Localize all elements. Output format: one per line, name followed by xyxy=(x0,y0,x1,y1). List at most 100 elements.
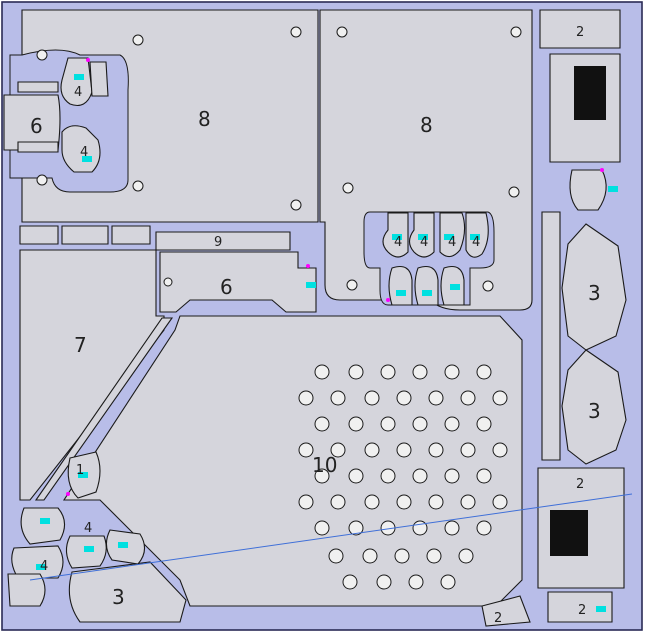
label-part-9: 9 xyxy=(214,235,222,250)
part-10-hole xyxy=(460,390,476,406)
part-10-hole xyxy=(330,442,346,458)
hole xyxy=(346,279,358,291)
part-10-hole xyxy=(492,390,508,406)
part-labels: 6 8 8 6 7 10 3 3 3 4 4 4 4 4 4 4 4 2 2 2… xyxy=(30,25,601,626)
label-part-4-h: 4 xyxy=(40,559,48,574)
part-10-hole xyxy=(376,574,392,590)
part-10-hole xyxy=(380,364,396,380)
label-part-6-top: 6 xyxy=(30,114,43,138)
part-10-hole xyxy=(444,468,460,484)
hole xyxy=(132,34,144,46)
diagonal-strip xyxy=(34,317,174,501)
hole xyxy=(163,277,173,287)
part-10-hole xyxy=(444,416,460,432)
hole xyxy=(132,180,144,192)
hole xyxy=(290,199,302,211)
strip-2-parts-top xyxy=(19,225,151,245)
label-part-10: 10 xyxy=(312,453,337,477)
label-part-4-g: 4 xyxy=(84,521,92,536)
label-part-2-b2: 2 xyxy=(494,611,502,626)
part-10-hole xyxy=(380,468,396,484)
part-10-hole xyxy=(408,574,424,590)
part-10-hole xyxy=(492,442,508,458)
part-10-hole-grid xyxy=(298,364,508,590)
label-part-8-left: 8 xyxy=(198,107,211,131)
part-10-hole xyxy=(396,390,412,406)
grid-mesh-bottom xyxy=(550,510,588,556)
label-part-3-bottom: 3 xyxy=(112,585,125,609)
part-10-hole xyxy=(426,548,442,564)
part-10-hole xyxy=(298,390,314,406)
label-part-7: 7 xyxy=(74,333,87,357)
part-10-hole xyxy=(476,468,492,484)
part-10-hole xyxy=(348,520,364,536)
hole xyxy=(482,280,494,292)
part-10-hole xyxy=(476,364,492,380)
markers xyxy=(36,58,618,612)
part-2-bottom-small xyxy=(481,595,531,627)
part-10-hole xyxy=(428,442,444,458)
hole xyxy=(290,26,302,38)
part-10-hole xyxy=(396,442,412,458)
label-part-2-top: 2 xyxy=(576,25,584,40)
part-10-hole xyxy=(348,416,364,432)
part-4-cluster-bottom-left xyxy=(7,451,146,607)
part-10-hole xyxy=(314,468,330,484)
label-part-4-d: 4 xyxy=(420,235,428,250)
label-part-4-b: 4 xyxy=(80,145,88,160)
part-3-right-bottom xyxy=(561,349,627,465)
part-10-hole xyxy=(348,468,364,484)
label-part-3-right-bottom: 3 xyxy=(588,399,601,423)
part-10-hole xyxy=(444,520,460,536)
part-10-hole xyxy=(412,364,428,380)
part-10-hole xyxy=(428,390,444,406)
part-10-hole xyxy=(314,364,330,380)
part-9 xyxy=(155,231,291,251)
part-10-hole xyxy=(342,574,358,590)
part-10-hole xyxy=(492,494,508,510)
part-top-right-box xyxy=(539,9,621,49)
part-10-hole xyxy=(476,520,492,536)
part-10-hole xyxy=(440,574,456,590)
label-part-4-c: 4 xyxy=(394,235,402,250)
part-10-hole xyxy=(330,390,346,406)
part-10-hole xyxy=(314,416,330,432)
part-10-hole xyxy=(362,548,378,564)
part-10-hole xyxy=(460,442,476,458)
part-10-hole xyxy=(444,364,460,380)
part-10-hole xyxy=(412,468,428,484)
part-10 xyxy=(62,315,523,607)
hole xyxy=(36,174,48,186)
part-10-hole xyxy=(394,548,410,564)
part-10-hole xyxy=(460,494,476,510)
part-10-hole xyxy=(364,390,380,406)
part-10-hole xyxy=(364,494,380,510)
label-part-6-mid: 6 xyxy=(220,275,233,299)
strip-right xyxy=(541,211,561,461)
part-10-hole xyxy=(330,494,346,510)
label-part-2-b1: 2 xyxy=(576,477,584,492)
hole xyxy=(510,26,522,38)
part-10-hole xyxy=(428,494,444,510)
part-10-hole xyxy=(364,442,380,458)
part-10-hole xyxy=(476,416,492,432)
part-bottom-right-box xyxy=(547,591,613,623)
part-10-hole xyxy=(412,416,428,432)
hole xyxy=(36,49,48,61)
label-part-4-e: 4 xyxy=(448,235,456,250)
label-part-4-a: 4 xyxy=(74,85,82,100)
part-10-hole xyxy=(380,416,396,432)
part-4-cluster-left xyxy=(17,57,109,173)
part-10-hole xyxy=(348,364,364,380)
hole xyxy=(342,182,354,194)
hole xyxy=(336,26,348,38)
part-10-hole xyxy=(298,442,314,458)
part-3-bottom xyxy=(68,561,187,623)
part-10-hole xyxy=(314,520,330,536)
small-part-right-top xyxy=(569,169,607,211)
label-part-8-right: 8 xyxy=(420,113,433,137)
label-part-3-right-top: 3 xyxy=(588,281,601,305)
part-6-mid xyxy=(159,251,317,313)
part-10-hole xyxy=(328,548,344,564)
